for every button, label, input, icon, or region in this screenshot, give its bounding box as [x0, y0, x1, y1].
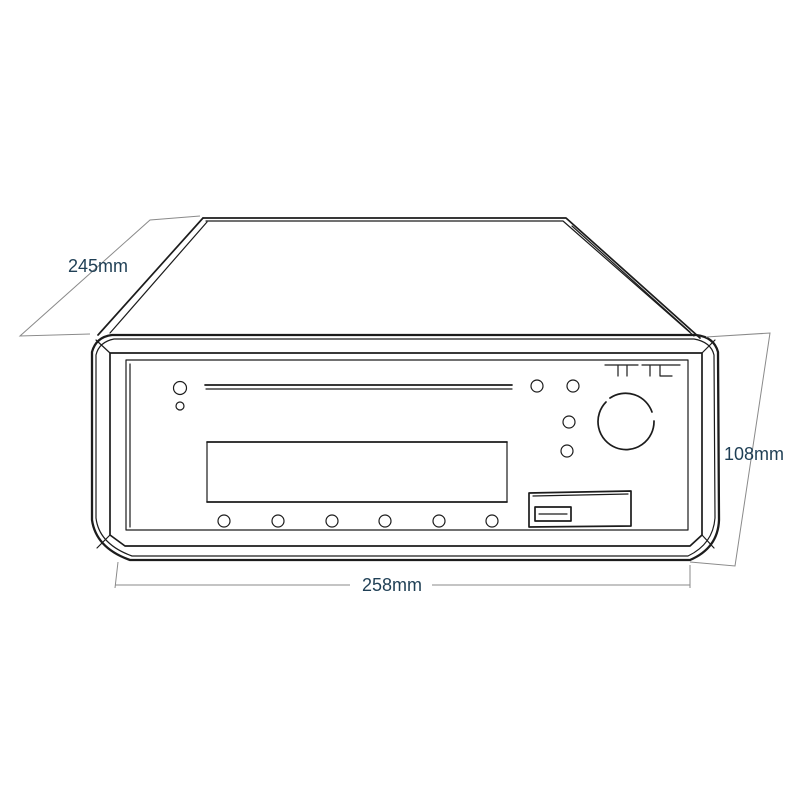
bottom-buttons — [217, 514, 499, 528]
control-button — [562, 415, 576, 429]
width-dimension: 258mm — [114, 561, 691, 595]
function-button — [485, 514, 499, 528]
cabinet-top — [97, 217, 701, 339]
usb-port-panel — [528, 490, 632, 528]
function-button — [271, 514, 285, 528]
control-button — [560, 444, 574, 458]
power-button — [172, 380, 188, 396]
depth-label: 245mm — [68, 256, 128, 276]
height-dimension: 108mm — [689, 332, 784, 567]
function-button — [378, 514, 392, 528]
function-button — [432, 514, 446, 528]
control-button — [566, 379, 580, 393]
control-button — [530, 379, 544, 393]
function-button — [217, 514, 231, 528]
right-buttons — [530, 379, 580, 458]
volume-knob — [597, 392, 655, 451]
height-label: 108mm — [724, 444, 784, 464]
front-bezel — [90, 333, 721, 562]
left-buttons — [172, 380, 188, 411]
disc-slot — [204, 384, 513, 390]
brand-logo — [604, 364, 681, 377]
width-label: 258mm — [362, 575, 422, 595]
depth-dimension: 245mm — [18, 215, 201, 337]
function-button — [325, 514, 339, 528]
standby-led — [175, 401, 185, 411]
display-window — [206, 441, 508, 503]
usb-port-icon — [534, 506, 572, 522]
